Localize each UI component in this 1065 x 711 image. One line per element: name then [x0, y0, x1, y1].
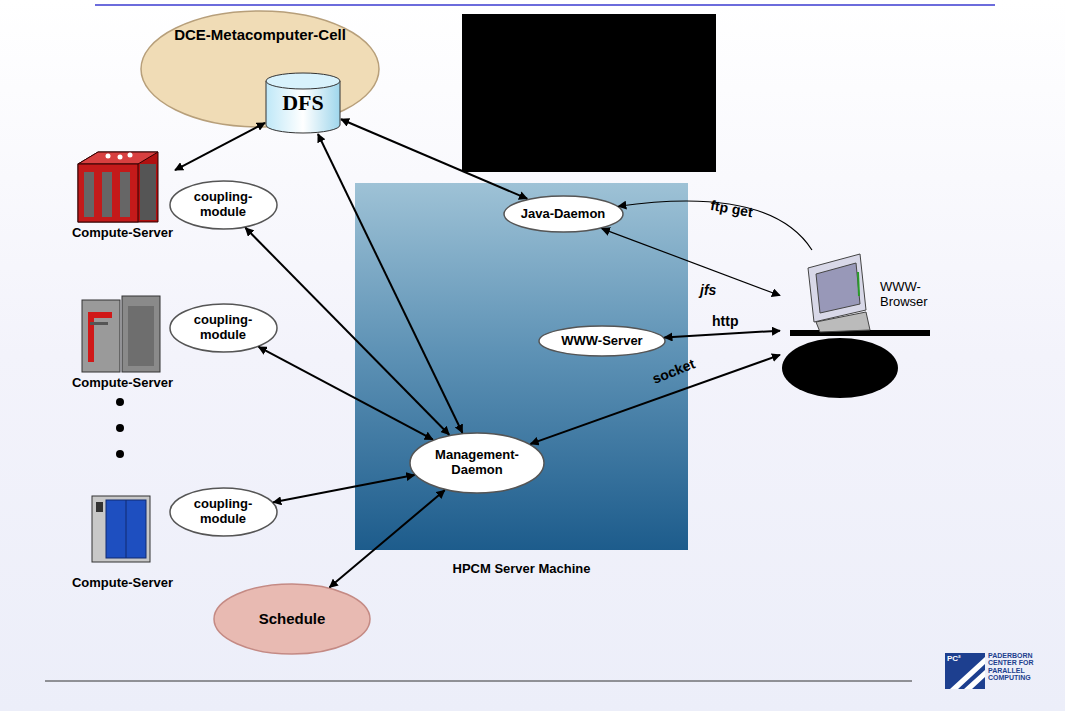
node-text: WWW-Server [561, 334, 642, 349]
top-rule [95, 4, 995, 6]
node-text: Compute-Server [70, 226, 175, 241]
black-panel [462, 14, 716, 172]
connector-arrow [273, 475, 414, 502]
node-text: DCE-Metacomputer-Cell [174, 26, 346, 43]
module-ellipse: coupling-module [169, 303, 278, 353]
logo-mark [945, 653, 985, 689]
server-machine: HPCM Server MachineJava-DaemonWWW-Server… [355, 183, 688, 550]
protocol-label: ftp get [709, 197, 754, 220]
compute-server-outline [70, 290, 175, 374]
node-text: coupling-module [185, 497, 261, 527]
node-text: Management-Daemon [429, 448, 525, 478]
protocol-label: http [712, 313, 738, 329]
node-text: DFS [282, 90, 324, 115]
bottom-rule [45, 681, 912, 682]
schedule-ellipse: Schedule [213, 583, 371, 655]
server-ellipse: WWW-Server [538, 325, 666, 357]
node-text: Schedule [259, 610, 326, 627]
browser-client-outline [780, 250, 942, 402]
node-text: WWW-Browser [880, 280, 942, 310]
protocol-label: jfs [700, 282, 716, 298]
cell-ellipse: DCE-Metacomputer-CellDFS [140, 10, 380, 128]
node-text: coupling-module [185, 313, 261, 343]
connector-arrow [259, 347, 433, 440]
node-text: Compute-Server [70, 576, 175, 591]
module-ellipse: coupling-module [169, 487, 278, 537]
connector-arrow [318, 134, 462, 433]
node-text: Java-Daemon [521, 207, 606, 222]
institute-name: PADERBORN CENTER FOR PARALLEL COMPUTING [988, 652, 1050, 681]
daemon-ellipse: Management-Daemon [409, 432, 545, 494]
compute-server: Compute-Server [70, 140, 175, 255]
connector-arrow [664, 331, 780, 338]
compute-server: Compute-Server [70, 290, 175, 390]
dot [116, 398, 124, 406]
module-ellipse: coupling-module [169, 180, 278, 230]
connector-arrow [341, 119, 527, 198]
connector-arrow [531, 355, 780, 444]
daemon-ellipse: Java-Daemon [503, 195, 624, 233]
connector-arrow [330, 490, 445, 587]
node-text: Compute-Server [70, 376, 175, 391]
compute-server: Compute-Server [70, 490, 175, 575]
node-text: HPCM Server Machine [355, 562, 688, 577]
dfs-cylinder: DFS [265, 72, 341, 134]
compute-server-outline [70, 490, 175, 574]
dot [116, 450, 124, 458]
compute-server-outline [70, 140, 175, 224]
connector-arrow [245, 228, 449, 435]
connector-arrow [602, 229, 780, 296]
browser-client: WWW-Browser [780, 250, 942, 402]
dot [116, 424, 124, 432]
logo-text: PC² [947, 655, 967, 663]
connector-arrow [175, 123, 265, 170]
node-text: coupling-module [185, 190, 261, 220]
